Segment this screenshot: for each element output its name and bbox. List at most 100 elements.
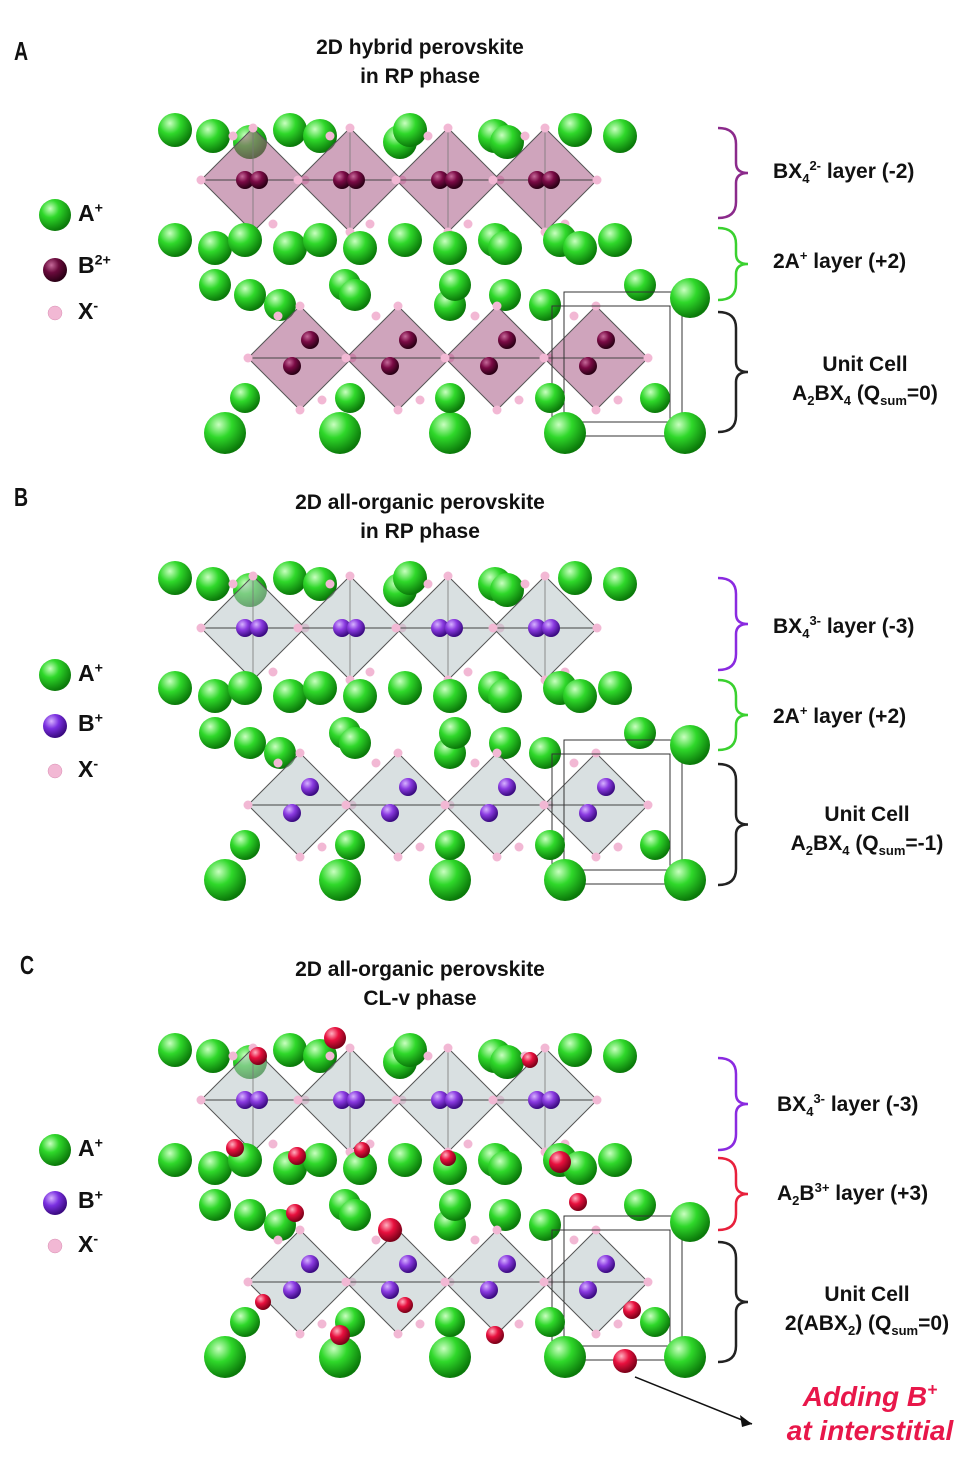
a-cation-sphere xyxy=(264,289,296,321)
a-cation-sphere xyxy=(558,1033,592,1067)
x-anion-sphere xyxy=(345,123,355,133)
b-cation-sphere xyxy=(250,619,268,637)
x-anion-sphere xyxy=(613,395,623,405)
panel-b: B 2D all-organic perovskite in RP phase … xyxy=(0,460,980,920)
x-anion-sphere xyxy=(540,123,550,133)
panel-label: C xyxy=(20,950,35,980)
a-cation-sphere xyxy=(433,231,467,265)
a-cation-sphere xyxy=(393,561,427,595)
x-anion-sphere xyxy=(391,623,401,633)
a-cation-sphere xyxy=(158,561,192,595)
a-cation-sphere xyxy=(535,830,565,860)
b-cation-sphere xyxy=(236,1091,254,1109)
x-anion-sphere xyxy=(393,1329,403,1339)
x-anion-sphere xyxy=(592,175,602,185)
x-anion-sphere xyxy=(539,353,549,363)
x-anion-sphere xyxy=(415,1319,425,1329)
a-cation-sphere xyxy=(490,125,524,159)
b-cation-sphere xyxy=(333,171,351,189)
a-cation-sphere xyxy=(198,679,232,713)
b-cation-sphere xyxy=(597,778,615,796)
x-anion-sphere xyxy=(391,175,401,185)
a-cation-sphere xyxy=(640,1307,670,1337)
a-cation-sphere xyxy=(664,859,706,901)
x-anion-sphere xyxy=(591,748,601,758)
x-anion-sphere xyxy=(643,353,653,363)
x-anion-sphere xyxy=(248,571,258,581)
unit-cell-box xyxy=(563,1215,683,1347)
x-anion-sphere xyxy=(539,1277,549,1287)
x-anion-sphere xyxy=(345,571,355,581)
interstitial-b-sphere xyxy=(440,1150,456,1166)
a-cation-sphere xyxy=(204,412,246,454)
x-anion-sphere xyxy=(569,311,579,321)
x-anion-sphere xyxy=(440,800,450,810)
interstitial-b-sphere xyxy=(623,1301,641,1319)
a-cation-sphere xyxy=(439,717,471,749)
b-cation-sphere xyxy=(236,619,254,637)
x-anion-sphere xyxy=(268,667,278,677)
a-cation-sphere xyxy=(558,113,592,147)
b-cation-sphere xyxy=(399,778,417,796)
a-cation-sphere xyxy=(228,223,262,257)
x-anion-sphere xyxy=(470,311,480,321)
x-anion-sphere xyxy=(440,353,450,363)
a-cation-sphere xyxy=(343,679,377,713)
interstitial-b-sphere xyxy=(226,1139,244,1157)
x-anion-sphere xyxy=(443,571,453,581)
b-cation-sphere xyxy=(498,331,516,349)
a-cation-sphere xyxy=(388,223,422,257)
a-cation-sphere xyxy=(435,830,465,860)
a-cation-sphere xyxy=(489,1199,521,1231)
x-anion-sphere xyxy=(492,301,502,311)
interstitial-b-sphere xyxy=(354,1142,370,1158)
x-anion-sphere xyxy=(317,395,327,405)
a-cation-sphere xyxy=(335,830,365,860)
a-cation-sphere xyxy=(303,119,337,153)
a-cation-sphere xyxy=(429,1336,471,1378)
crystal-structure xyxy=(158,113,749,454)
x-anion-sphere xyxy=(325,579,335,589)
a-cation-sphere xyxy=(234,1199,266,1231)
b-cation-sphere xyxy=(283,804,301,822)
b-cation-sphere xyxy=(480,1281,498,1299)
layer-bracket xyxy=(717,126,749,220)
a-cation-sphere xyxy=(544,1336,586,1378)
a-cation-sphere xyxy=(234,279,266,311)
a-cation-sphere xyxy=(529,289,561,321)
x-anion-sphere xyxy=(295,405,305,415)
layer-bracket xyxy=(717,1056,749,1152)
b-cation-sphere xyxy=(236,171,254,189)
a-cation-sphere xyxy=(198,231,232,265)
b-cation-sphere xyxy=(301,1255,319,1273)
a-cation-sphere xyxy=(598,223,632,257)
a-cation-sphere xyxy=(488,679,522,713)
unit-cell-label: Unit Cell 2(ABX2) (Qsum=0) xyxy=(784,1283,950,1339)
x-anion-sphere xyxy=(488,175,498,185)
b-cation-sphere xyxy=(445,1091,463,1109)
x-anion-sphere xyxy=(514,1319,524,1329)
b-cation-sphere xyxy=(431,1091,449,1109)
b-cation-sphere xyxy=(542,171,560,189)
a-cation-sphere xyxy=(273,561,307,595)
panel-title: 2D all-organic perovskite in RP phase xyxy=(295,491,545,543)
interstitial-b-sphere xyxy=(330,1325,350,1345)
x-anion-sphere xyxy=(196,623,206,633)
b-cation-sphere xyxy=(283,1281,301,1299)
a-cation-sphere xyxy=(529,1209,561,1241)
x-anion-sphere xyxy=(325,131,335,141)
a-cation-sphere xyxy=(158,1143,192,1177)
b-cation-sphere xyxy=(381,357,399,375)
x-anion-sphere xyxy=(345,1043,355,1053)
x-anion-sphere xyxy=(228,1051,238,1061)
x-anion-sphere xyxy=(393,748,403,758)
x-anion-sphere xyxy=(371,1235,381,1245)
a-cation-sphere xyxy=(319,859,361,901)
a-cation-sphere xyxy=(230,383,260,413)
a-cation-sphere xyxy=(339,1199,371,1231)
x-anion-sphere xyxy=(423,1051,433,1061)
b-cation-sphere xyxy=(542,619,560,637)
x-anion-sphere xyxy=(492,1225,502,1235)
interstitial-b-sphere xyxy=(288,1147,306,1165)
b-cation-sphere xyxy=(399,1255,417,1273)
